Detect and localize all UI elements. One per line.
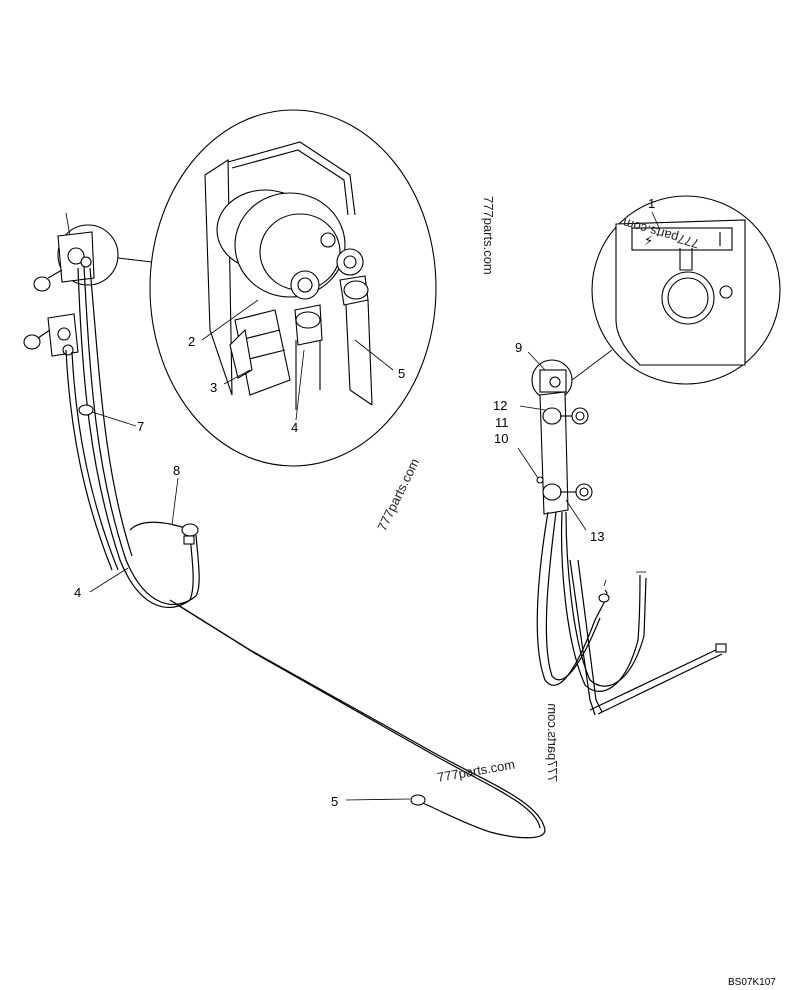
callout-1: 1 — [648, 196, 655, 211]
detail-view-switch — [117, 109, 437, 467]
cable-harness-right — [536, 511, 727, 716]
callout-12: 12 — [493, 398, 507, 413]
callout-11: 11 — [495, 415, 509, 430]
callout-5-detail: 5 — [398, 366, 405, 381]
cable-harness-left — [65, 265, 200, 608]
callout-10: 10 — [494, 431, 508, 446]
callout-2: 2 — [188, 334, 195, 349]
watermark-1: 777parts.com — [481, 196, 496, 275]
reference-code: BS07K107 — [728, 977, 776, 988]
watermark-3: 777parts.com — [374, 456, 422, 533]
callout-3: 3 — [210, 380, 217, 395]
battery-switch-bracket-left — [23, 212, 153, 357]
long-cable — [169, 599, 546, 839]
leader-lines-right — [517, 351, 587, 531]
leader-lines-center — [89, 299, 411, 801]
callout-13: 13 — [590, 529, 604, 544]
callout-4: 4 — [74, 585, 81, 600]
callout-9: 9 — [515, 340, 522, 355]
callout-5: 5 — [331, 794, 338, 809]
callout-7: 7 — [137, 419, 144, 434]
detail-view-decal: ⚡ — [571, 195, 781, 385]
switch-panel-right — [531, 359, 593, 515]
svg-text:⚡: ⚡ — [644, 234, 653, 249]
watermark-4: 777parts.com — [545, 703, 560, 782]
callout-8: 8 — [173, 463, 180, 478]
callout-4-detail: 4 — [291, 420, 298, 435]
